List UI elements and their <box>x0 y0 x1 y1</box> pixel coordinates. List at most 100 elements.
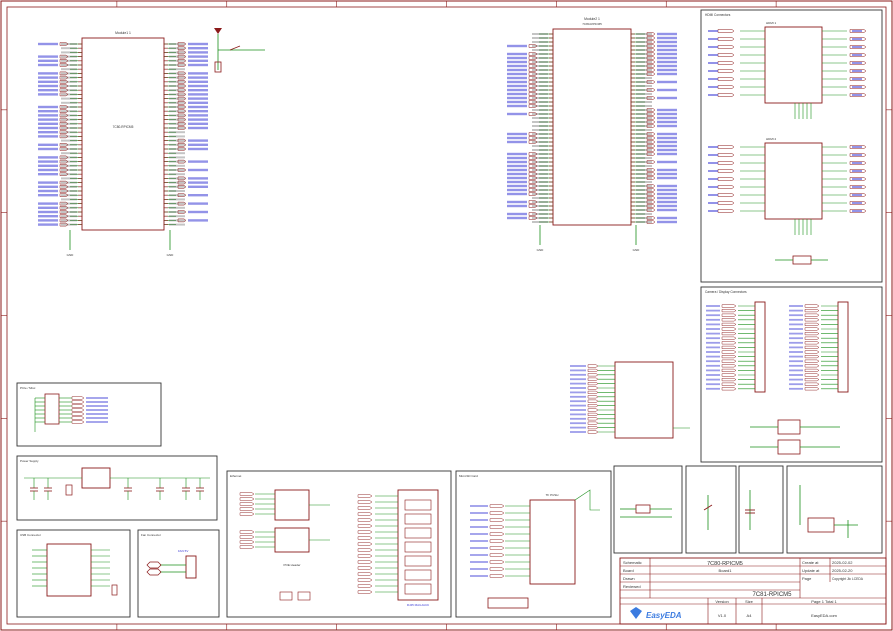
net-label <box>507 201 527 203</box>
pin-name <box>532 197 548 199</box>
net-label <box>38 93 58 95</box>
net-label <box>657 73 677 75</box>
module2-gnd-left: GND <box>537 248 545 252</box>
net-label <box>507 97 527 99</box>
pin-name <box>532 145 548 147</box>
led-symbol <box>214 28 222 34</box>
hdmi-title: HDMI Connectors <box>705 13 731 17</box>
pin-name <box>169 43 185 45</box>
module1-gnd-right: GND <box>167 253 175 257</box>
net-label <box>38 123 58 125</box>
net-label <box>38 223 58 225</box>
pin-name <box>532 165 548 167</box>
pin-name <box>532 117 548 119</box>
net-label <box>188 194 208 196</box>
net-label <box>38 173 58 175</box>
pin-name <box>61 161 77 163</box>
net-label <box>38 144 58 146</box>
net-label <box>38 194 58 196</box>
pin-name <box>61 89 77 91</box>
net-label <box>657 37 677 39</box>
pin-name <box>636 193 652 195</box>
net-label <box>38 81 58 83</box>
pin-name <box>636 85 652 87</box>
pin-name <box>636 121 652 123</box>
net-label <box>188 47 208 49</box>
pin-name <box>169 140 185 142</box>
misc-block: PCIe / Misc <box>17 383 161 446</box>
module2-title: Module2 1 <box>584 17 600 21</box>
pin-name <box>532 149 548 151</box>
net-label <box>657 97 677 99</box>
pin-name <box>169 144 185 146</box>
pin-name <box>636 125 652 127</box>
pin-name <box>61 85 77 87</box>
net-label <box>188 72 208 74</box>
net-label <box>188 160 208 162</box>
easyeda-logo-icon <box>630 607 642 619</box>
net-label <box>507 189 527 191</box>
net-label <box>38 64 58 66</box>
pin-name <box>169 119 185 121</box>
pin-name <box>61 190 77 192</box>
usb-pins <box>32 550 117 595</box>
net-label <box>38 215 58 217</box>
pin-name <box>61 56 77 58</box>
net-label <box>188 123 208 125</box>
net-label <box>38 131 58 133</box>
pin-name <box>636 213 652 215</box>
net-label <box>507 69 527 71</box>
pin-name <box>61 224 77 226</box>
pin-name <box>61 60 77 62</box>
tb-project: 7C81-RPICM5 <box>752 592 792 598</box>
net-label <box>38 76 58 78</box>
net-label <box>38 148 58 150</box>
pin-name <box>169 56 185 58</box>
net-label <box>657 121 677 123</box>
easyeda-logo: EasyEDA <box>630 607 682 620</box>
mid-connector-pins <box>570 365 690 434</box>
module1-gnd-left: GND <box>67 253 75 257</box>
misc-pins <box>35 397 108 432</box>
misc-part-body <box>45 394 59 424</box>
net-label <box>657 53 677 55</box>
fan-block: Fan Connector FAN 5V <box>138 530 219 617</box>
pin-name <box>169 85 185 87</box>
microsd-body <box>530 500 575 584</box>
pin-name <box>169 47 185 49</box>
pin-name <box>636 209 652 211</box>
net-label <box>188 76 208 78</box>
net-label <box>657 45 677 47</box>
pin-name <box>636 129 652 131</box>
net-label <box>507 45 527 47</box>
pin-name <box>636 37 652 39</box>
hdmi-pins <box>708 30 866 236</box>
tb-update-label: Update at <box>802 568 820 573</box>
pin-name <box>636 69 652 71</box>
pin-name <box>532 33 548 35</box>
pin-name <box>169 98 185 100</box>
power-title: Power Supply <box>20 459 39 463</box>
pin-name <box>169 131 185 133</box>
module1-title: Module1 1 <box>115 31 131 35</box>
fan-connector <box>186 556 196 578</box>
pin-name <box>636 105 652 107</box>
pin-name <box>532 185 548 187</box>
tb-version-label: Version <box>715 599 728 604</box>
hdmi-small-part <box>793 256 811 264</box>
net-label <box>657 61 677 63</box>
pin-name <box>636 185 652 187</box>
tb-size-value: A4 <box>747 613 753 618</box>
pin-name <box>61 194 77 196</box>
pin-name <box>169 106 185 108</box>
pin-name <box>61 173 77 175</box>
pin-name <box>532 81 548 83</box>
pin-name <box>61 114 77 116</box>
pin-name <box>169 60 185 62</box>
net-label <box>507 165 527 167</box>
fan-frame <box>138 530 219 617</box>
net-label <box>657 109 677 111</box>
net-label <box>188 51 208 53</box>
net-label <box>507 153 527 155</box>
